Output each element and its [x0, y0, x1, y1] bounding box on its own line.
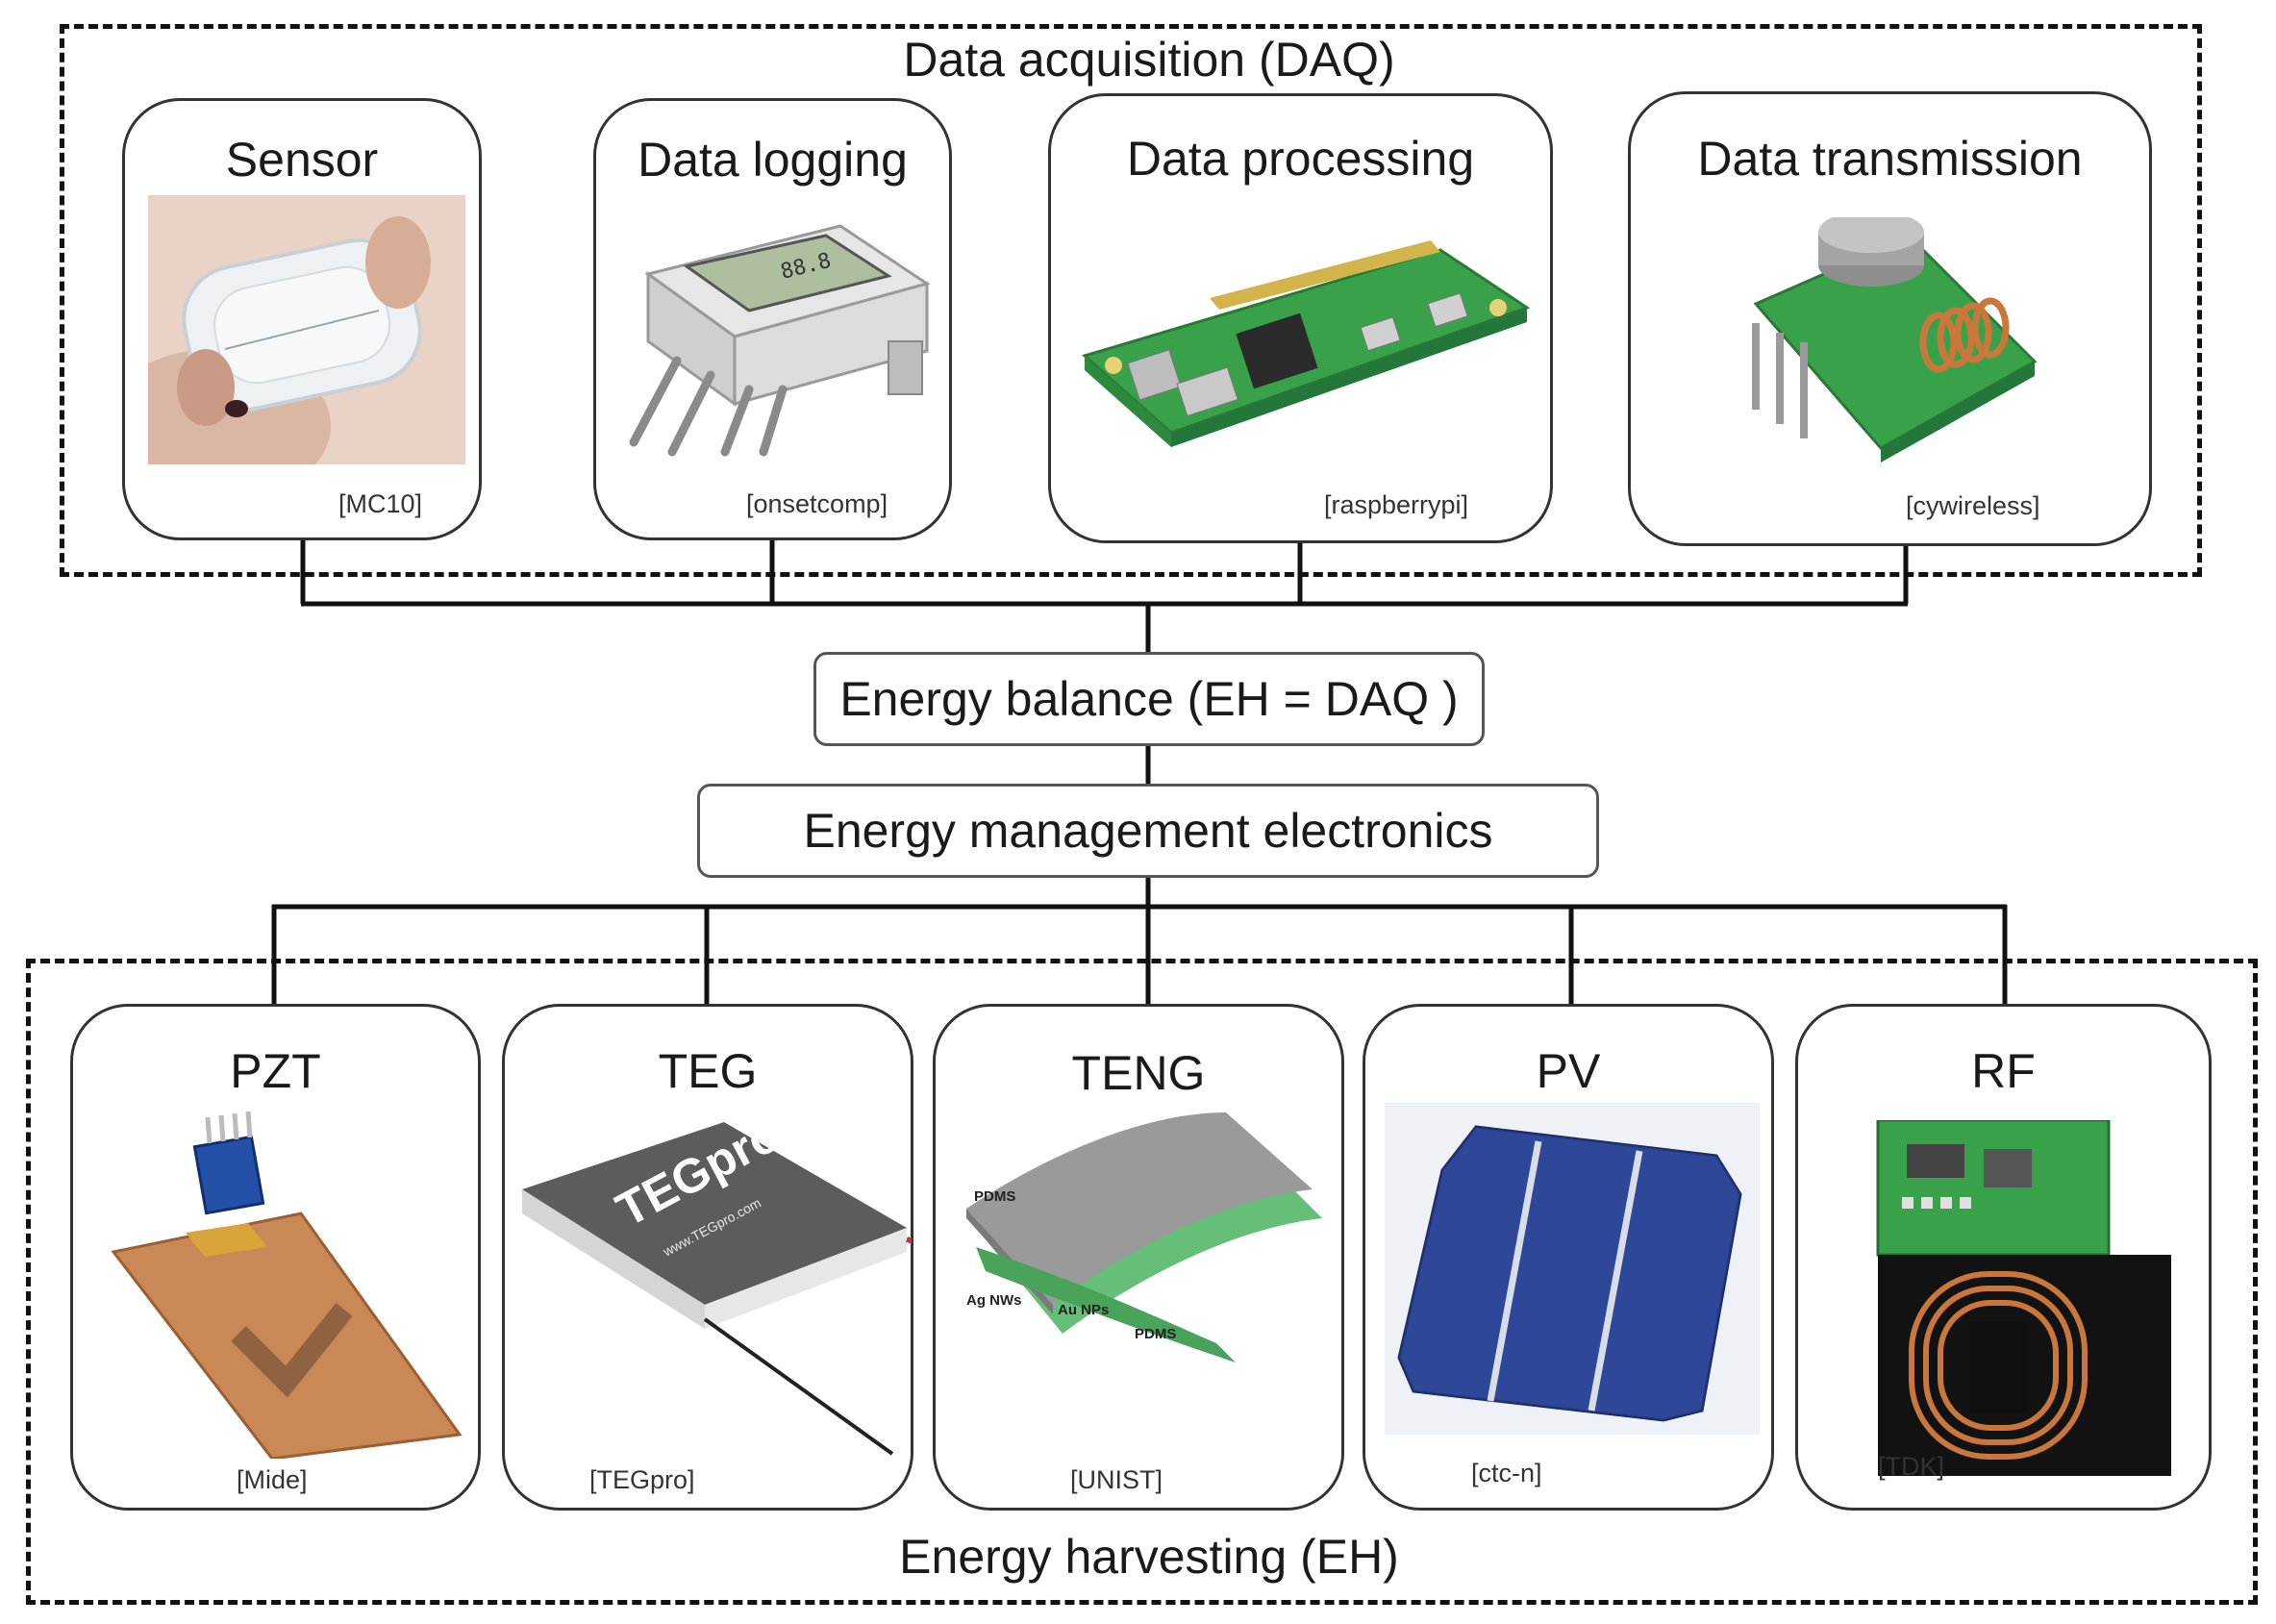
card-source: [TDK] [1878, 1452, 1945, 1481]
card-source: [cywireless] [1906, 491, 2040, 520]
card-title: Data transmission [1697, 132, 2083, 186]
card-source: [MC10] [338, 489, 423, 518]
card-source: [raspberrypi] [1324, 490, 1469, 519]
energy-balance-box: Energy balance (EH = DAQ ) [813, 652, 1485, 746]
card-source: [onsetcomp] [746, 489, 888, 518]
eh-group-box [26, 959, 2258, 1605]
card-title: Sensor [225, 133, 379, 187]
raspberry-pi-board-icon [1075, 231, 1532, 481]
card-title: PV [1536, 1044, 1601, 1098]
solar-cell-icon [1385, 1103, 1760, 1435]
card-title: RF [1971, 1044, 2036, 1098]
card-data-processing: Data processing [raspberrypi] [1048, 93, 1553, 543]
card-rf: RF [TDK] [1795, 1004, 2212, 1511]
teng-aunps-label: Au NPs [1058, 1302, 1109, 1318]
triboelectric-stack-icon: PDMS Ag NWs Au NPs PDMS [947, 1112, 1337, 1449]
daq-group-title: Data acquisition (DAQ) [903, 33, 1395, 87]
card-data-logging: Data logging 88.8 [onsetcomp] [593, 98, 952, 540]
teng-pdms-top-label: PDMS [974, 1188, 1015, 1205]
rf-transmitter-module-icon [1737, 217, 2054, 477]
card-source: [UNIST] [1070, 1465, 1163, 1494]
daq-group-box [60, 24, 2202, 577]
card-pv: PV [ctc-n] [1363, 1004, 1774, 1511]
energy-management-box: Energy management electronics [697, 784, 1599, 878]
card-teng: TENG PDMS Ag NWs Au NPs PDMS [UNIST] [933, 1004, 1344, 1511]
skin-patch-sensor-icon [148, 195, 465, 464]
eh-group-title: Energy harvesting (EH) [899, 1530, 1399, 1584]
card-title: TENG [1071, 1046, 1206, 1100]
data-logger-icon: 88.8 [619, 207, 937, 457]
thermoelectric-module-icon: TEGpro www.TEGpro.com [513, 1112, 912, 1459]
card-title: Data logging [638, 133, 908, 187]
card-title: TEG [658, 1044, 758, 1098]
card-data-transmission: Data transmission [cywireless] [1628, 91, 2152, 546]
teng-pdms-bottom-label: PDMS [1135, 1326, 1176, 1342]
card-pzt: PZT [Mide] [70, 1004, 481, 1511]
card-source: [Mide] [237, 1465, 308, 1494]
card-teg: TEG TEGpro www.TEGpro.com [TEGpro] [502, 1004, 913, 1511]
card-title: PZT [230, 1044, 321, 1098]
card-sensor: Sensor [MC10] [122, 98, 482, 540]
piezo-film-icon [94, 1103, 464, 1459]
card-title: Data processing [1126, 132, 1475, 186]
teng-agnws-label: Ag NWs [966, 1292, 1022, 1309]
rf-coil-harvester-icon [1835, 1120, 2171, 1476]
card-source: [ctc-n] [1471, 1459, 1542, 1487]
card-source: [TEGpro] [589, 1465, 695, 1494]
